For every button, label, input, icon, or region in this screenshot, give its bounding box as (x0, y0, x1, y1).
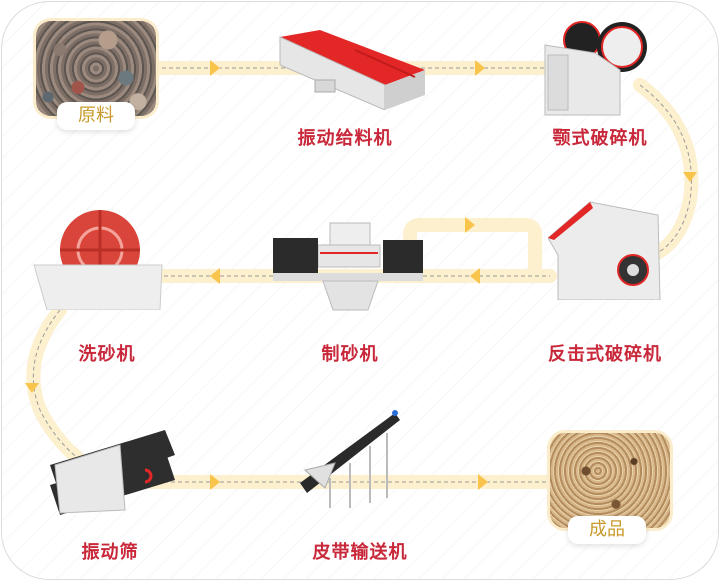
vibrating-feeder-icon (279, 30, 425, 110)
raw-stone-photo (33, 18, 159, 119)
step-label-feeder: 振动给料机 (297, 128, 393, 149)
belt-conveyor-icon (300, 410, 400, 508)
sand-washer-icon (33, 210, 163, 310)
impact-crusher-icon (548, 201, 661, 300)
vibrating-screen-icon (50, 430, 175, 515)
step-label-conveyor: 皮带输送机 (312, 542, 408, 563)
start-tag: 原料 (57, 102, 135, 130)
step-label-sandmaker: 制砂机 (321, 344, 379, 365)
arrow-down-icon (25, 383, 39, 393)
end-tag: 成品 (568, 516, 646, 544)
arrow-right-icon (210, 60, 220, 76)
sand-photo (547, 430, 673, 531)
arrow-right-icon (210, 474, 220, 490)
arrow-right-icon (475, 60, 485, 76)
arrow-right-icon (478, 474, 488, 490)
arrow-left-icon (470, 268, 480, 284)
step-label-impact: 反击式破碎机 (548, 344, 662, 365)
arrow-left-icon (210, 268, 220, 284)
arrow-right-icon (465, 217, 475, 233)
arrow-down-icon (683, 172, 697, 182)
step-label-washer: 洗砂机 (78, 344, 136, 365)
sand-making-machine-icon (273, 222, 423, 311)
jaw-crusher-icon (544, 21, 647, 116)
step-label-jaw: 颚式破碎机 (552, 128, 648, 149)
step-label-screen: 振动筛 (81, 542, 139, 563)
